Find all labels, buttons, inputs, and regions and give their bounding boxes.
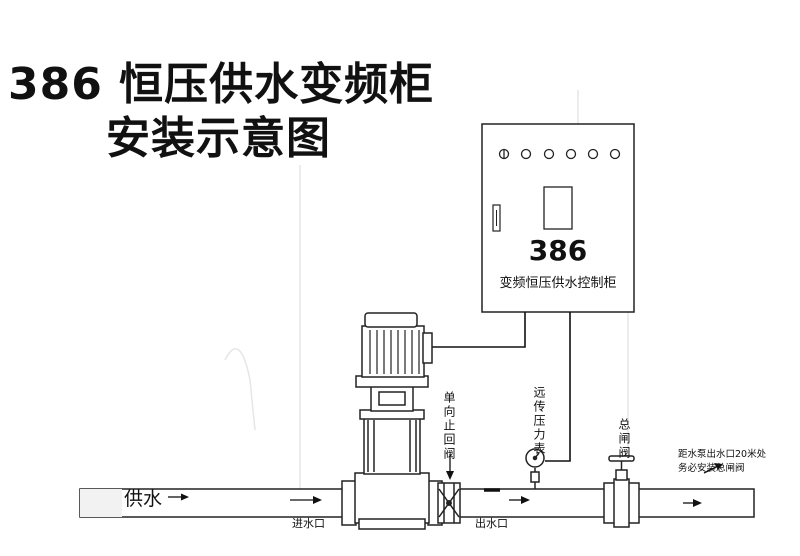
pressure-gauge bbox=[525, 448, 545, 489]
motor-cable bbox=[431, 312, 526, 348]
indicator-light bbox=[587, 148, 599, 160]
motor-junction-box bbox=[422, 332, 433, 364]
pump-body bbox=[363, 417, 421, 475]
diagram-title: 386 恒压供水变频柜 安装示意图 bbox=[8, 58, 448, 166]
pressure-gauge-label: 远传压力表 bbox=[532, 386, 546, 456]
pump-inlet-flange bbox=[341, 480, 357, 526]
vertical-pump bbox=[341, 312, 443, 530]
display-screen bbox=[543, 186, 573, 230]
note-arrow bbox=[703, 465, 719, 474]
indicator-light bbox=[609, 148, 621, 160]
gauge-signal-cable bbox=[545, 312, 571, 462]
cabinet-model: 386 bbox=[529, 234, 587, 267]
indicator-light bbox=[520, 148, 532, 160]
flow-arrows bbox=[168, 454, 723, 507]
pipeline bbox=[79, 488, 755, 518]
title-line-2: 安装示意图 bbox=[106, 113, 331, 164]
main-gate-valve bbox=[603, 455, 640, 528]
check-valve-label: 单向止回阀 bbox=[442, 391, 456, 461]
control-cabinet: 386 变频恒压供水控制柜 bbox=[481, 123, 635, 313]
pump-base bbox=[354, 472, 430, 524]
control-wiring bbox=[431, 312, 571, 462]
outlet-pipe bbox=[458, 488, 608, 518]
outlet-label: 出水口 bbox=[475, 516, 508, 530]
supply-label: 供水 bbox=[124, 488, 162, 510]
indicator-light bbox=[543, 148, 555, 160]
indicator-lights bbox=[498, 148, 621, 160]
main-valve-label: 总闸阀 bbox=[617, 418, 631, 460]
pump-motor bbox=[361, 325, 425, 378]
note-line-1: 距水泵出水口20米处 bbox=[678, 448, 767, 460]
inlet-label: 进水口 bbox=[292, 517, 325, 530]
title-line-1: 386 恒压供水变频柜 bbox=[8, 59, 435, 110]
check-valve bbox=[437, 482, 461, 524]
note-line-2: 务必安装总闸阀 bbox=[678, 462, 745, 474]
indicator-light bbox=[565, 148, 577, 160]
cabinet-name: 变频恒压供水控制柜 bbox=[499, 275, 616, 291]
